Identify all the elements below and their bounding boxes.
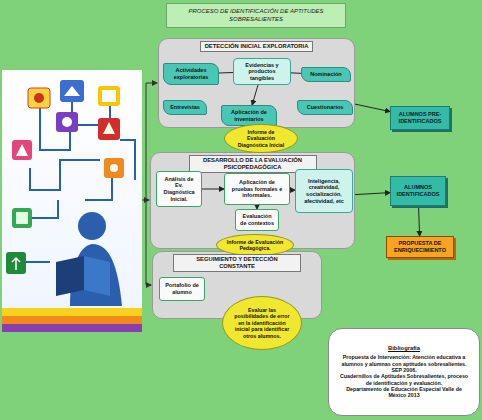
node-text: Inteligencia, creatividad, socialización… [299, 178, 349, 204]
node-text: Evaluación de contextos [239, 213, 275, 226]
node-text: Cuestionarios [307, 104, 344, 111]
node-text: DETECCIÓN INICIAL EXPLORATORIA [200, 41, 314, 52]
connector [355, 193, 390, 195]
node-text: ALUMNOS IDENTIFICADOS [394, 184, 442, 197]
illustration-ground [2, 70, 142, 332]
node-text: Aplicación de inventarios [225, 109, 273, 122]
node-text: SEGUIMIENTO Y DETECCIÓN CONSTANTE [173, 254, 301, 272]
bibliography-box: BibliografíaPropuesta de Intervención: A… [328, 328, 480, 416]
process-box: Cuestionarios [297, 100, 353, 115]
process-box: Aplicación de pruebas formales e informa… [224, 173, 290, 205]
process-box: Portafolio de alumno [159, 277, 205, 301]
report-ellipse: Informe de Evaluación Pedagógica. [216, 234, 294, 256]
note-ellipse: Evaluar las posibilidades de error en la… [222, 296, 302, 350]
process-box: Análisis de Ev. Diagnóstica Inicial. [156, 171, 202, 207]
proposal-box: PROPUESTA DE ENRIQUECIMIENTO [386, 236, 454, 258]
node-text: Evaluar las posibilidades de error en la… [234, 307, 290, 339]
node-text: Informe de Evaluación Pedagógica. [225, 239, 285, 252]
result-box: ALUMNOS IDENTIFICADOS [390, 176, 446, 206]
process-box: Inteligencia, creatividad, socialización… [295, 169, 353, 213]
node-body: SEP 2006. [391, 367, 416, 373]
node-text: Portafolio de alumno [163, 282, 201, 295]
result-box: ALUMNOS PRE-IDENTIFICADOS [390, 106, 450, 130]
connector [257, 205, 258, 209]
process-box: Entrevistas [163, 100, 207, 115]
process-box: Actividades exploratorias [163, 63, 219, 85]
stage-panel: DETECCIÓN INICIAL EXPLORATORIA Actividade… [158, 38, 355, 128]
process-box: Aplicación de inventarios [221, 105, 277, 126]
process-box: Evaluación de contextos [235, 209, 279, 231]
node-body: Propuesta de Intervención: Atención educ… [337, 354, 471, 367]
connector-lines [20, 100, 135, 262]
node-body: Departamento de Educación Especial Valle… [337, 386, 471, 399]
node-text: Aplicación de pruebas formales e informa… [228, 179, 286, 199]
node-text: Nominación [310, 71, 341, 78]
process-box: Evidencias y productos tangibles [233, 58, 291, 85]
node-text: ALUMNOS PRE-IDENTIFICADOS [394, 111, 446, 124]
process-box: Nominación [301, 67, 351, 82]
connector [202, 189, 224, 190]
reader-silhouette [56, 212, 122, 306]
node-text: PROPUESTA DE ENRIQUECIMIENTO [390, 240, 450, 253]
node-text: Actividades exploratorias [167, 67, 215, 80]
connector [252, 85, 258, 105]
node-text: Evidencias y productos tangibles [237, 62, 287, 82]
title-box: PROCESO DE IDENTIFICACIÓN DE APTITUDES S… [166, 3, 346, 28]
node-text: Informe de Evaluación Diagnóstica Inicia… [233, 129, 289, 148]
node-text: Entrevistas [170, 104, 200, 111]
connector [291, 72, 301, 73]
node-text: Análisis de Ev. Diagnóstica Inicial. [160, 176, 198, 202]
report-ellipse: Informe de Evaluación Diagnóstica Inicia… [224, 124, 298, 153]
node-text: Bibliografía [388, 345, 420, 352]
node-text: PROCESO DE IDENTIFICACIÓN DE APTITUDES S… [173, 8, 339, 22]
connector [290, 189, 295, 190]
connector [219, 72, 233, 73]
connector [355, 104, 390, 111]
node-body: Cuadernillos de Aptitudes Sobresalientes… [337, 373, 471, 386]
connector [419, 206, 420, 236]
icons [6, 80, 124, 274]
